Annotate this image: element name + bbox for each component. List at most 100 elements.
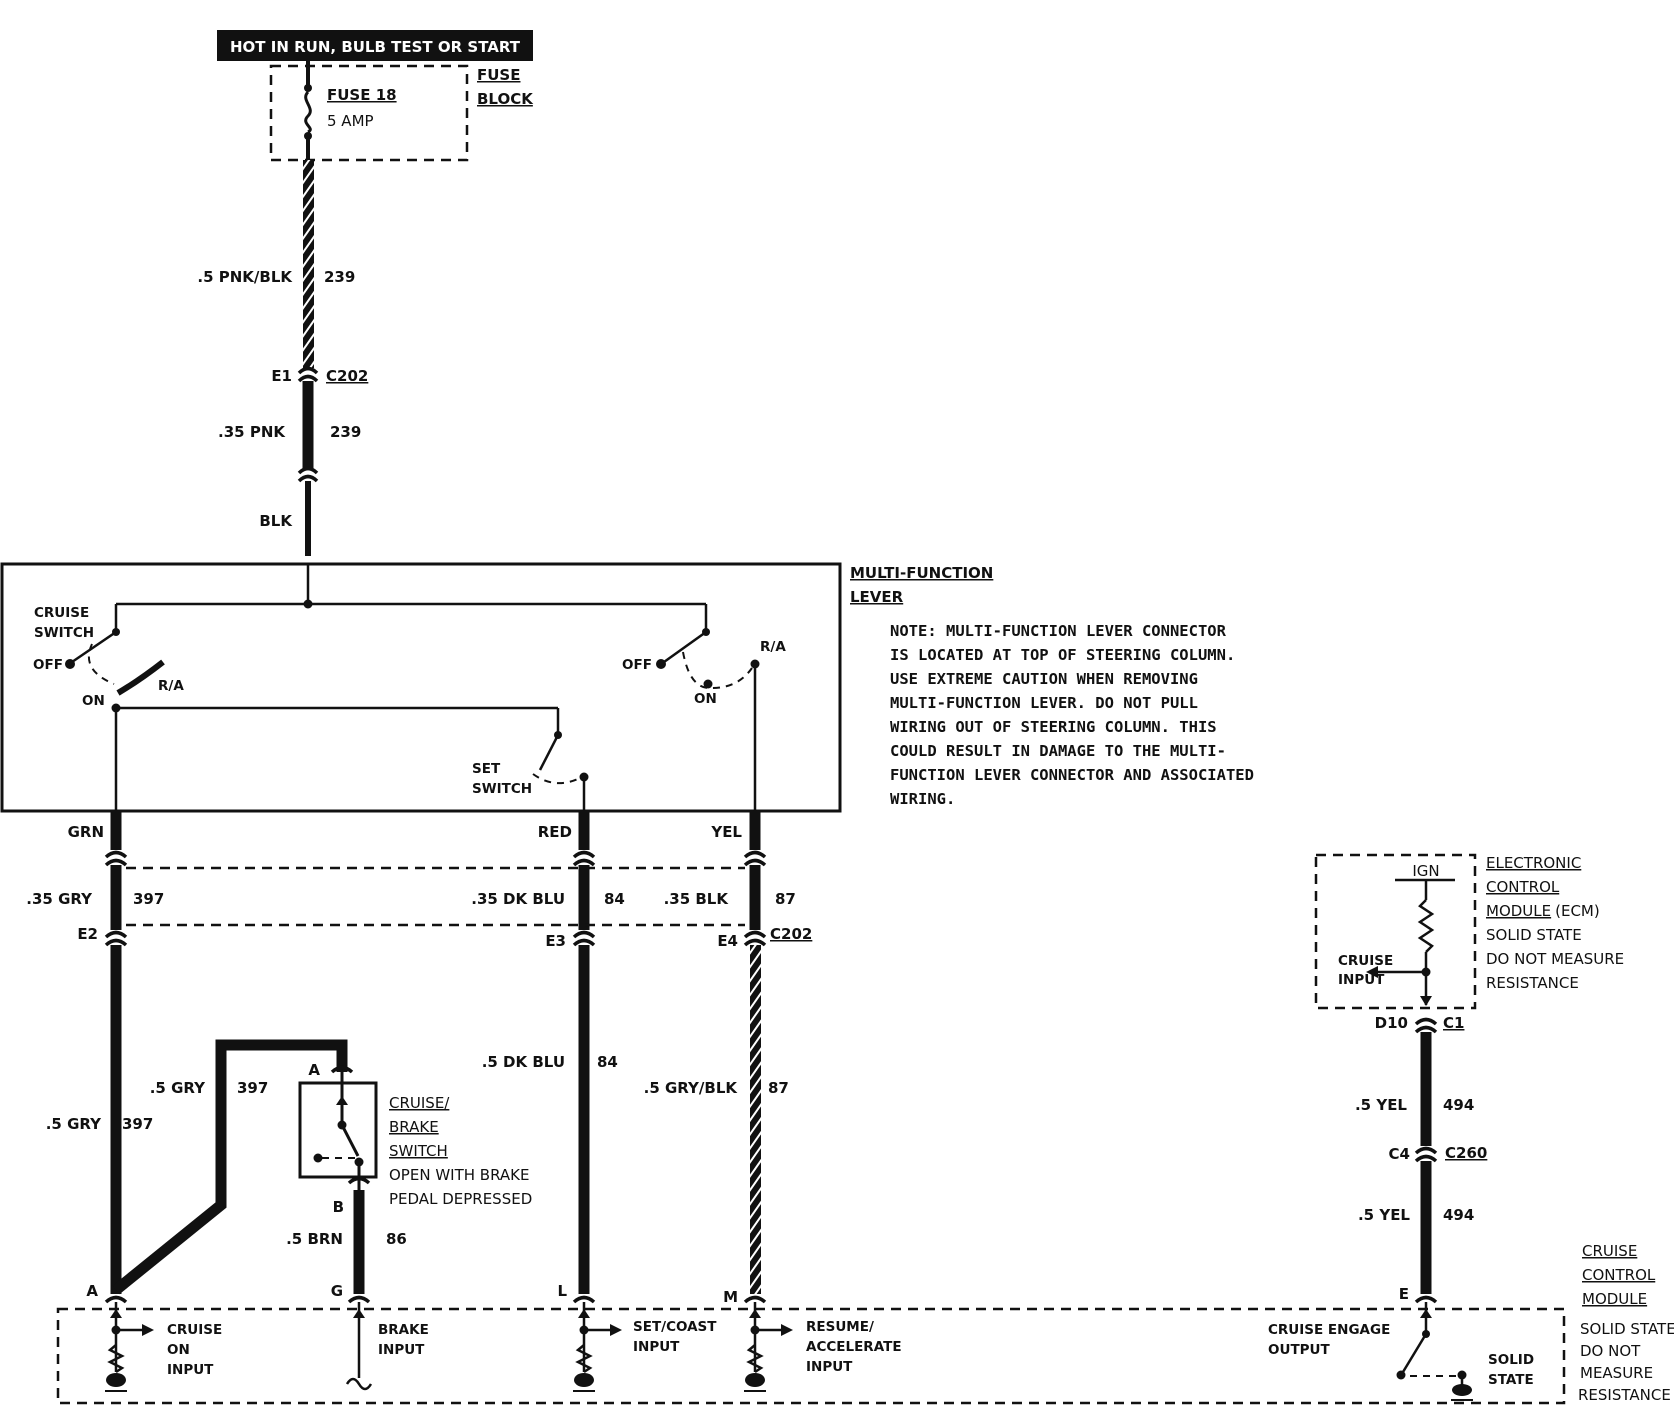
brake-switch-conn-a xyxy=(330,1065,354,1074)
brake-switch-arrow-up xyxy=(336,1096,348,1105)
ecm-label-1: ELECTRONIC xyxy=(1486,854,1581,872)
note-line: FUNCTION LEVER CONNECTOR AND ASSOCIATED xyxy=(890,766,1254,784)
wire-397-upper-gauge: .35 GRY xyxy=(26,890,93,908)
wire-84-upper-gauge: .35 DK BLU xyxy=(471,890,565,908)
multi-function-lever: MULTI-FUNCTION LEVER CRUISE SWITCH OFF O… xyxy=(0,562,993,813)
wire-blk-label: BLK xyxy=(259,512,293,530)
ecm-c1-conn xyxy=(1414,1017,1438,1026)
lower-wires: .5 GRY 397 .5 GRY 397 .5 DK BLU 84 .5 GR… xyxy=(46,945,789,1295)
c202-e1-connector xyxy=(297,366,319,375)
ccm-l-ground xyxy=(574,1373,594,1387)
note-line: USE EXTREME CAUTION WHEN REMOVING xyxy=(890,670,1198,688)
wire-87-lower-circuit: 87 xyxy=(768,1079,789,1097)
ccm-desc-3: MEASURE xyxy=(1580,1364,1653,1382)
ccm-e-switch-blade xyxy=(1401,1333,1428,1373)
note-line: MULTI-FUNCTION LEVER. DO NOT PULL xyxy=(890,694,1198,712)
lever-conn-yel-2 xyxy=(743,858,767,867)
ccm-cruise-on-3: INPUT xyxy=(167,1362,214,1378)
header-box xyxy=(217,30,533,61)
brake-switch-blade xyxy=(340,1124,360,1157)
wire-494-lower-circuit: 494 xyxy=(1443,1206,1474,1224)
fuse-rating: 5 AMP xyxy=(327,112,374,130)
c202-e2-half xyxy=(104,938,128,947)
ccm-outline xyxy=(56,1307,1566,1405)
lever-label-1: MULTI-FUNCTION xyxy=(850,564,993,582)
ecm-input-arrow xyxy=(1366,966,1378,978)
brake-switch-desc-2: PEDAL DEPRESSED xyxy=(389,1190,532,1208)
fuse-block-outline xyxy=(269,64,469,162)
brake-switch-label-1: CRUISE/ xyxy=(389,1094,450,1112)
cruise-switch-off-contact xyxy=(65,659,75,669)
wire-239-upper xyxy=(303,160,314,368)
fuse-block-label-1: FUSE xyxy=(477,66,520,84)
lever-out-yel: YEL xyxy=(710,823,742,841)
ccm-cruise-on-1: CRUISE xyxy=(167,1322,222,1338)
wire-239-upper-gauge: .5 PNK/BLK xyxy=(197,268,293,286)
ccm-a-resistor xyxy=(107,1344,125,1374)
brake-switch-open-contact xyxy=(313,1153,323,1163)
lever-caution-note: NOTE: MULTI-FUNCTION LEVER CONNECTOR IS … xyxy=(890,622,1254,808)
ecm-output-arrow xyxy=(1420,996,1432,1006)
lever-output-wires: GRN RED YEL .35 GRY 397 .35 DK BLU 84 .3… xyxy=(26,811,812,950)
brake-switch-label-2: BRAKE xyxy=(389,1118,439,1136)
wire-397-main-gauge: .5 GRY xyxy=(46,1115,102,1133)
c202-pin-e3: E3 xyxy=(545,932,566,950)
ccm-a-up-arrow xyxy=(110,1309,122,1318)
c260-conn-half xyxy=(1414,1154,1438,1163)
wire-397-branch xyxy=(112,1039,348,1295)
ecm-outline xyxy=(1314,853,1477,1010)
ccm-resume-1: RESUME/ xyxy=(806,1319,874,1335)
fuse-terminal-top xyxy=(304,84,312,92)
lever-out-grn: GRN xyxy=(68,823,104,841)
ecm-desc-3: RESISTANCE xyxy=(1486,974,1579,992)
cruise-switch-ra-bar xyxy=(116,659,165,696)
ccm-solid-1: SOLID xyxy=(1488,1352,1534,1368)
cruise-switch-link xyxy=(87,643,115,685)
ccm-conn-g xyxy=(347,1295,371,1304)
note-line: COULD RESULT IN DAMAGE TO THE MULTI- xyxy=(890,742,1226,760)
wire-397-upper-circuit: 397 xyxy=(133,890,164,908)
ccm-g-tilde xyxy=(345,1377,373,1391)
ecm-resistor xyxy=(1417,899,1435,953)
ecm-desc-1: SOLID STATE xyxy=(1486,926,1582,944)
c202-pin-e4: E4 xyxy=(717,932,738,950)
note-line: IS LOCATED AT TOP OF STEERING COLUMN. xyxy=(890,646,1235,664)
ecm-desc-2: DO NOT MEASURE xyxy=(1486,950,1624,968)
ccm-a-ground xyxy=(106,1373,126,1387)
resume-switch-off-contact xyxy=(656,659,666,669)
set-switch-label-2: SWITCH xyxy=(472,781,532,797)
ccm-e-ground xyxy=(1452,1384,1472,1396)
c260-id: C260 xyxy=(1445,1144,1487,1162)
ccm-m-ground xyxy=(745,1373,765,1387)
wire-397-main-circuit: 397 xyxy=(122,1115,153,1133)
ccm-set-coast-1: SET/COAST xyxy=(633,1319,717,1335)
ccm-conn-e xyxy=(1414,1295,1438,1304)
ecm-label-3: MODULE(ECM) xyxy=(1486,902,1600,920)
ccm-desc-4: RESISTANCE xyxy=(1578,1386,1671,1404)
c202-e1-connector-half xyxy=(297,374,319,383)
wire-86-circuit: 86 xyxy=(386,1230,407,1248)
ccm-g-up-arrow xyxy=(353,1309,365,1318)
ccm-desc-2: DO NOT xyxy=(1580,1342,1641,1360)
wire-494-upper-circuit: 494 xyxy=(1443,1096,1474,1114)
brake-switch-pin-a: A xyxy=(308,1061,320,1079)
set-switch-link xyxy=(532,773,581,785)
wire-84-lower-gauge: .5 DK BLU xyxy=(482,1053,565,1071)
cruise-switch-label-2: SWITCH xyxy=(34,625,94,641)
cruise-switch-ra-label: R/A xyxy=(158,678,184,694)
brake-switch-desc-1: OPEN WITH BRAKE xyxy=(389,1166,529,1184)
c202-e1-id: C202 xyxy=(326,367,368,385)
cruise-brake-switch: A B CRUISE/ BRAKE SWITCH OPEN WITH BRAKE… xyxy=(298,1061,532,1216)
ccm-a-tap-arrow xyxy=(142,1324,154,1336)
fuse-element xyxy=(304,90,312,134)
ccm-e-up-arrow xyxy=(1420,1309,1432,1318)
lever-conn-grn-2 xyxy=(104,858,128,867)
wire-397-branch-gauge: .5 GRY xyxy=(150,1079,206,1097)
fuse-block: FUSE 18 5 AMP FUSE BLOCK xyxy=(269,61,534,162)
lever-label-2: LEVER xyxy=(850,588,904,606)
resume-switch-on-label: ON xyxy=(694,691,717,707)
lever-out-red: RED xyxy=(538,823,572,841)
wire-239: .5 PNK/BLK 239 E1 C202 .35 PNK 239 BLK xyxy=(197,160,368,556)
wire-239-lower-circuit: 239 xyxy=(330,423,361,441)
